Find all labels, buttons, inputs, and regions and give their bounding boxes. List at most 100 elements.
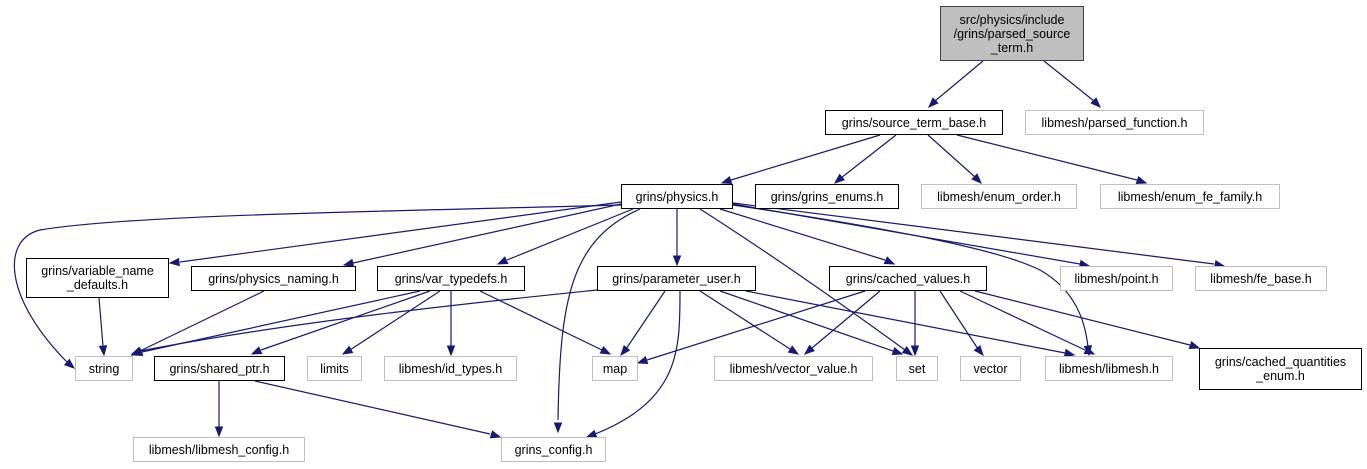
node-var-typedefs[interactable]: grins/var_typedefs.h [377,266,525,291]
node-variable-name-defaults[interactable]: grins/variable_name _defaults.h [26,258,169,298]
edge-physnaming-string [130,290,265,356]
node-physics-naming[interactable]: grins/physics_naming.h [191,266,356,291]
edge-pu-set-arrowhead [891,346,904,356]
edge-pu-vector-value [699,290,800,355]
edge-physics-grins-config [553,208,641,434]
node-shared-ptr[interactable]: grins/shared_ptr.h [154,356,285,381]
edge-pu-vector-value-line [699,290,791,350]
node-shared-ptr-label: grins/shared_ptr.h [169,361,270,376]
node-map[interactable]: map [592,356,638,381]
node-grins-enums[interactable]: grins/grins_enums.h [755,184,899,209]
edge-shared-ptr-grins-config [254,380,502,439]
node-parameter-user-label: grins/parameter_user.h [612,271,741,286]
edge-cv-cached-quantities-enum [974,290,1201,350]
edge-vartd-id-types-arrowhead [446,345,456,357]
node-id-types[interactable]: libmesh/id_types.h [384,356,517,381]
node-root[interactable]: src/physics/include /grins/parsed_source… [940,6,1084,61]
node-set[interactable]: set [896,356,938,381]
edge-cv-vector-value-arrowhead [803,344,815,355]
node-enum-order-label: libmesh/enum_order.h [937,189,1061,204]
node-enum-fe-family[interactable]: libmesh/enum_fe_family.h [1100,184,1280,209]
node-parsed-function[interactable]: libmesh/parsed_function.h [1025,110,1204,135]
node-string[interactable]: string [75,356,133,381]
node-string-label: string [88,361,120,376]
node-source-term-base-label: grins/source_term_base.h [841,115,987,130]
node-cached-values-label: grins/cached_values.h [845,271,971,286]
edge-pu-string [130,289,598,355]
edge-stb-physics-arrowhead [720,175,733,185]
edge-vartd-map-line [479,290,603,351]
node-root-label: src/physics/include /grins/parsed_source… [953,12,1071,55]
node-enum-fe-family-label: libmesh/enum_fe_family.h [1117,189,1263,204]
edge-physics-cached-values-line [719,208,886,261]
edge-vartd-limits-line [349,290,441,351]
edge-vartd-limits [341,290,441,355]
node-vector-value-label: libmesh/vector_value.h [729,361,858,376]
node-libmesh-label: libmesh/libmesh.h [1058,361,1160,376]
edge-vartd-shared-ptr-line [260,290,431,351]
edge-physics-point [732,203,1091,269]
edge-physnaming-string-line [139,290,265,352]
edge-root-parsed-function [1043,60,1101,108]
edge-root-source-term-base-line [934,60,984,102]
edge-pu-string-line [139,289,598,352]
edge-physics-parameter-user [672,209,682,267]
edge-physics-physics-naming [342,203,622,268]
node-cached-values[interactable]: grins/cached_values.h [829,266,987,291]
edge-cv-vector-value-line [811,290,881,349]
edge-cv-cached-quantities-enum-arrowhead [1188,340,1201,350]
edge-physics-point-line [732,203,1081,265]
edge-physics-string [13,204,622,369]
edge-pu-set-line [719,290,894,352]
edge-vartd-map-arrowhead [599,345,612,355]
edge-physics-string-line [13,204,622,364]
edge-pu-vector-value-arrowhead [787,345,800,355]
node-cached-quantities-enum[interactable]: grins/cached_quantities _enum.h [1199,348,1362,390]
edge-stb-enum-fe-family [956,134,1148,185]
edge-pu-libmesh-arrowhead [1063,348,1076,358]
edge-vartd-shared-ptr-arrowhead [250,346,263,355]
node-enum-order[interactable]: libmesh/enum_order.h [921,184,1077,209]
edge-physics-varname [168,201,622,267]
node-variable-name-defaults-label: grins/variable_name _defaults.h [41,264,154,292]
edge-pu-set [719,290,904,356]
edge-pu-grins-config-line [594,290,681,435]
edge-shared-ptr-libmesh-config [214,381,224,438]
edge-stb-physics-line [730,134,881,181]
node-grins-config-label: grins_config.h [514,442,593,457]
edge-physics-physics-naming-line [352,203,622,264]
node-fe-base-label: libmesh/fe_base.h [1210,271,1312,286]
node-libmesh[interactable]: libmesh/libmesh.h [1045,356,1173,381]
node-physics[interactable]: grins/physics.h [621,184,733,209]
node-fe-base[interactable]: libmesh/fe_base.h [1195,266,1327,291]
edge-stb-grins-enums-arrowhead [833,173,846,184]
node-parameter-user[interactable]: grins/parameter_user.h [597,266,756,291]
node-vector-value[interactable]: libmesh/vector_value.h [714,356,873,381]
edge-physics-set [699,208,914,356]
edge-cv-vector-value [803,290,881,355]
edge-physics-fe-base-line [732,202,1215,265]
node-limits[interactable]: limits [307,356,362,381]
node-libmesh-config[interactable]: libmesh/libmesh_config.h [133,437,305,462]
node-vector[interactable]: vector [960,356,1021,381]
edge-cv-cached-quantities-enum-line [974,290,1191,346]
edge-physics-varname-arrowhead [168,257,180,267]
edge-root-parsed-function-arrowhead [1090,97,1101,108]
edge-pu-map [620,290,666,357]
edge-shared-ptr-libmesh-config-arrowhead [214,426,224,438]
node-id-types-label: libmesh/id_types.h [398,361,503,376]
node-grins-config[interactable]: grins_config.h [501,437,606,462]
edge-physics-string-arrowhead [63,358,76,369]
node-point[interactable]: libmesh/point.h [1060,266,1173,291]
edge-varname-string-line [98,297,104,347]
edge-stb-enum-order-arrowhead [971,173,982,184]
edge-cv-vector [939,290,984,357]
node-source-term-base[interactable]: grins/source_term_base.h [825,110,1003,135]
edge-root-source-term-base-arrowhead [928,97,939,108]
edge-varname-string-arrowhead [98,345,108,357]
edge-shared-ptr-grins-config-line [254,380,491,435]
edge-physics-set-line [699,208,906,351]
edge-physics-varname-line [179,201,622,263]
node-physics-label: grins/physics.h [635,189,719,204]
edge-cv-set [910,291,920,357]
